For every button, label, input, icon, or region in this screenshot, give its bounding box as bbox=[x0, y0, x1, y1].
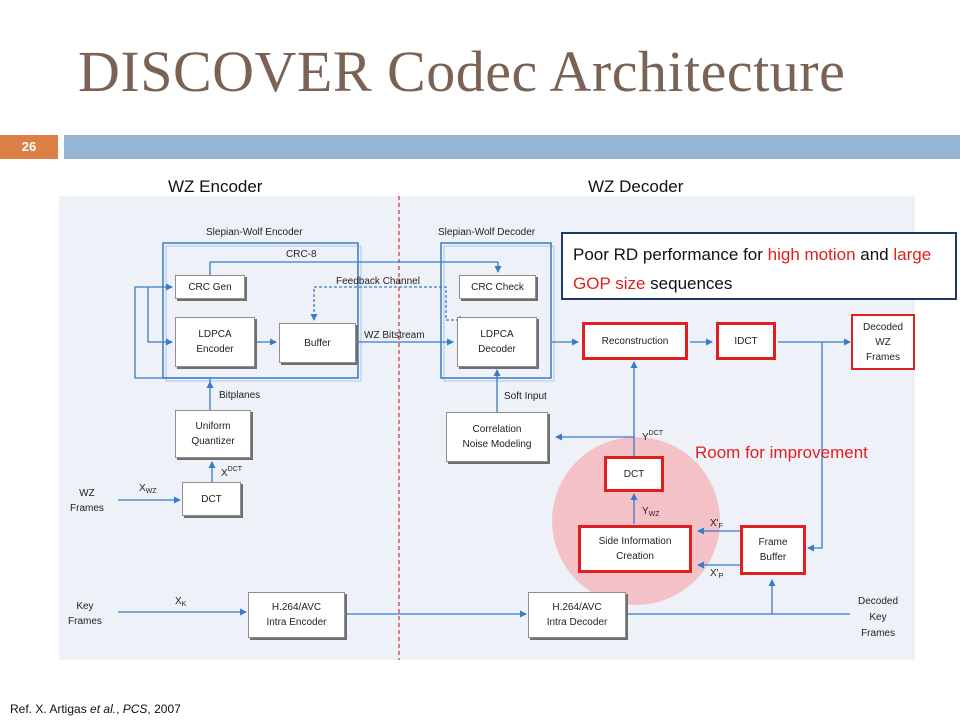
page-number-badge: 26 bbox=[0, 135, 58, 159]
room-for-improvement-annotation: Room for improvement bbox=[695, 443, 868, 462]
key-frames-label: Key Frames bbox=[68, 601, 102, 627]
uniform-quantizer-block: Uniform Quantizer bbox=[175, 410, 251, 458]
encoder-dct-block: DCT bbox=[182, 482, 241, 516]
bitplanes-label: Bitplanes bbox=[219, 390, 261, 401]
wz-bitstream-label: WZ Bitstream bbox=[364, 330, 425, 341]
soft-input-label: Soft Input bbox=[504, 391, 547, 402]
x-dct-label: XDCT bbox=[221, 466, 243, 479]
y-wz-label: YWZ bbox=[642, 506, 660, 518]
section-title-encoder: WZ Encoder bbox=[168, 177, 263, 196]
sw-decoder-label: Slepian-Wolf Decoder bbox=[438, 227, 536, 238]
side-information-creation-block: Side Information Creation bbox=[578, 525, 692, 573]
x-f-label: X'F bbox=[710, 518, 723, 530]
buffer-block: Buffer bbox=[279, 323, 356, 363]
crc-check-block: CRC Check bbox=[459, 275, 536, 299]
ldpca-encoder-block: LDPCA Encoder bbox=[175, 317, 255, 367]
feedback-channel-label: Feedback Channel bbox=[336, 276, 420, 287]
reference-citation: Ref. X. Artigas et al., PCS, 2007 bbox=[10, 702, 181, 716]
h264-intra-encoder-block: H.264/AVC Intra Encoder bbox=[248, 592, 345, 638]
header-bar bbox=[64, 135, 960, 159]
frame-buffer-block: Frame Buffer bbox=[740, 525, 806, 575]
crc8-label: CRC-8 bbox=[286, 249, 317, 260]
decoded-key-frames-label: Decoded Key Frames bbox=[858, 596, 899, 639]
x-wz-label: XWZ bbox=[139, 483, 157, 495]
y-dct-label: YDCT bbox=[642, 430, 664, 443]
correlation-noise-modeling-block: Correlation Noise Modeling bbox=[446, 412, 548, 462]
sw-decoder-frame bbox=[440, 242, 552, 379]
decoder-dct-block: DCT bbox=[604, 456, 664, 492]
x-k-label: XK bbox=[175, 596, 187, 608]
decoded-wz-frames-label: Decoded WZ Frames bbox=[851, 314, 915, 370]
wz-frames-label: WZ Frames bbox=[70, 488, 104, 514]
sw-encoder-label: Slepian-Wolf Encoder bbox=[206, 227, 303, 238]
x-p-label: X'P bbox=[710, 568, 724, 580]
section-title-decoder: WZ Decoder bbox=[588, 177, 684, 196]
idct-block: IDCT bbox=[716, 322, 776, 360]
rd-performance-callout: Poor RD performance for high motion and … bbox=[561, 232, 957, 300]
reconstruction-block: Reconstruction bbox=[582, 322, 688, 360]
h264-intra-decoder-block: H.264/AVC Intra Decoder bbox=[528, 592, 626, 638]
ldpca-decoder-block: LDPCA Decoder bbox=[457, 317, 537, 367]
sw-encoder-frame bbox=[162, 242, 359, 379]
crc-gen-block: CRC Gen bbox=[175, 275, 245, 299]
slide-title: DISCOVER Codec Architecture bbox=[78, 39, 846, 104]
